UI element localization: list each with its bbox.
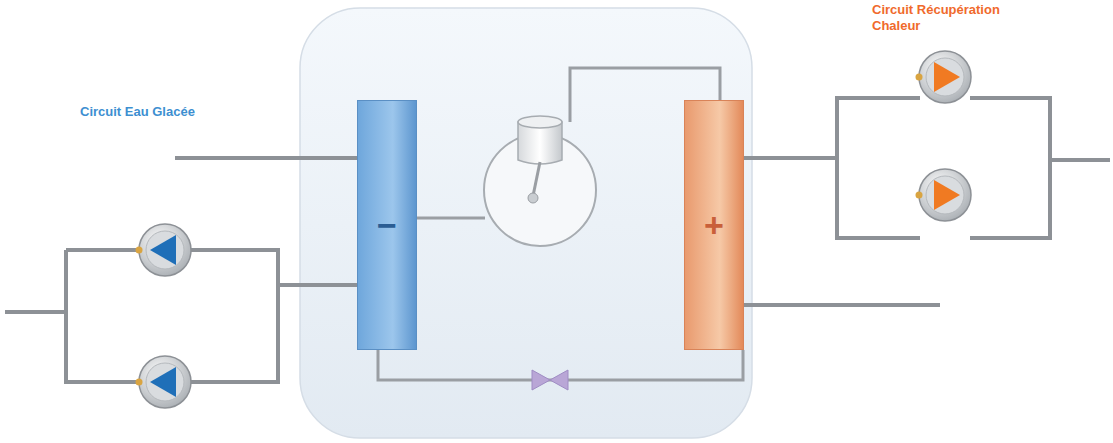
circulation-pump bbox=[136, 224, 192, 276]
circulation-pump bbox=[916, 51, 972, 103]
circulation-pump bbox=[916, 169, 972, 221]
circulation-pump bbox=[136, 356, 192, 408]
evaporator: − bbox=[357, 100, 417, 350]
plus-sign: + bbox=[704, 208, 724, 242]
circuit-label: Circuit Eau Glacée bbox=[80, 104, 280, 120]
circuit-label: Circuit Récupération Chaleur bbox=[872, 2, 1047, 34]
minus-sign: − bbox=[377, 208, 397, 242]
condenser: + bbox=[684, 100, 744, 350]
